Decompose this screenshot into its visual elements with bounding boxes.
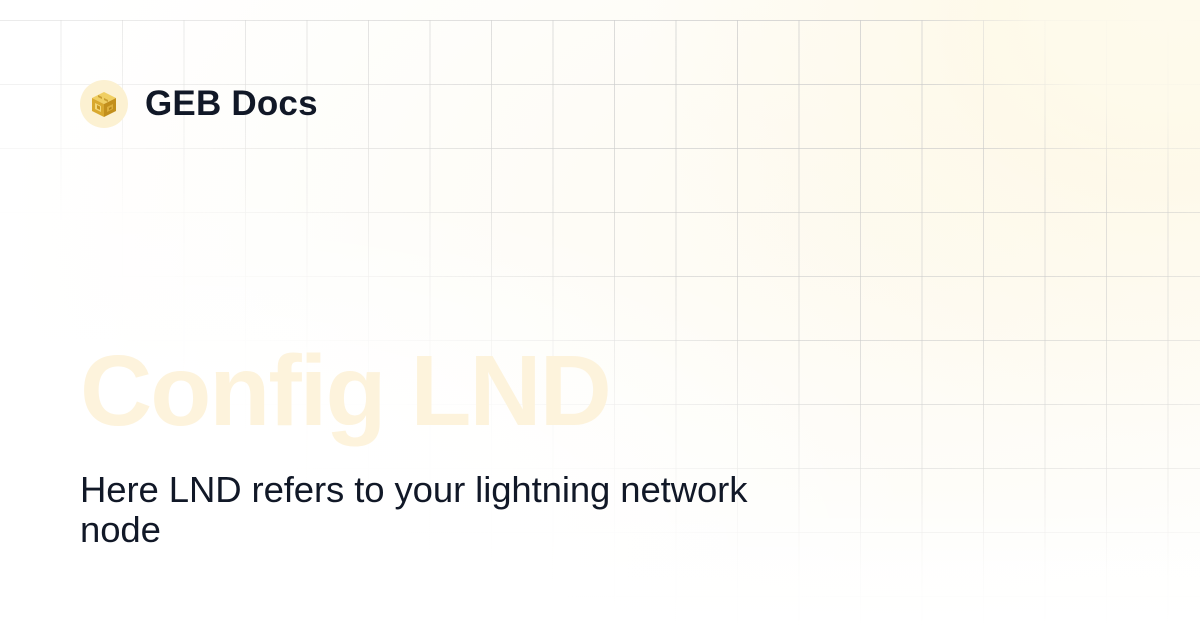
page-title: Config LND xyxy=(80,335,612,447)
page-description: Here LND refers to your lightning networ… xyxy=(80,469,748,550)
brand-name: GEB Docs xyxy=(145,84,318,123)
geb-cube-logo-icon xyxy=(80,80,128,128)
brand: GEB Docs xyxy=(80,80,318,128)
